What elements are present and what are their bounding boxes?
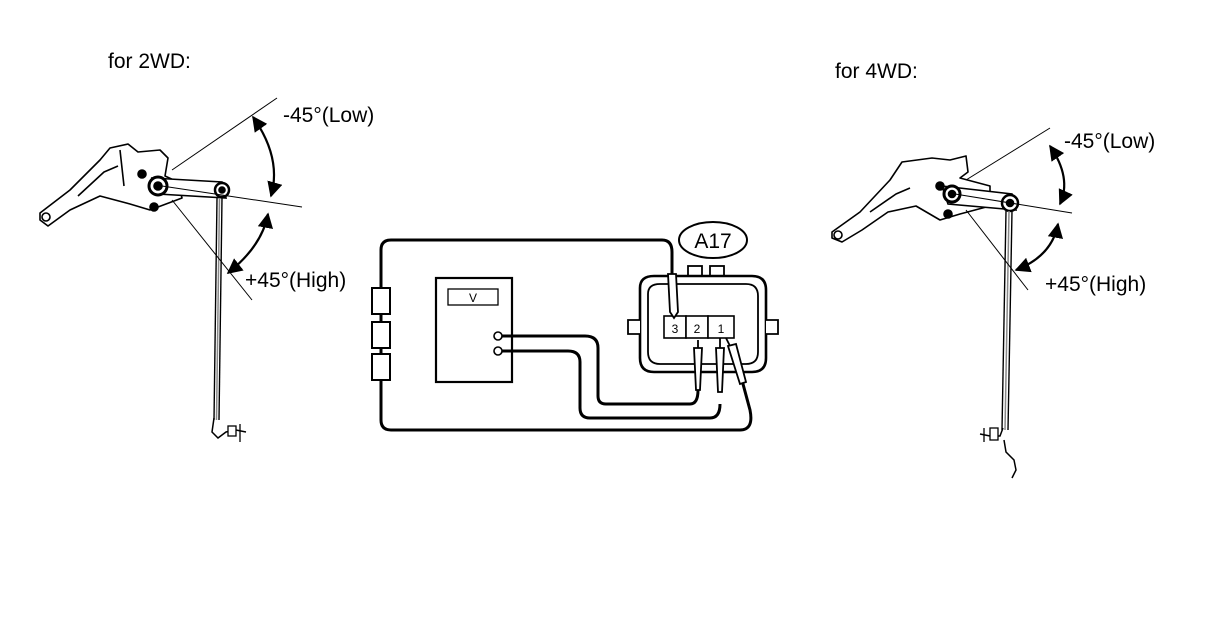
left-angle-arrows: [226, 115, 283, 274]
right-angle-arrows: [1014, 144, 1073, 273]
right-high-label: +45°(High): [1045, 273, 1146, 296]
pin-2-label: 2: [694, 322, 701, 336]
right-heading: for 4WD:: [835, 60, 918, 83]
pin-3-label: 3: [672, 322, 679, 336]
meter-display-label: V: [469, 291, 477, 305]
test-probes: [667, 273, 748, 393]
right-low-label: -45°(Low): [1064, 130, 1155, 153]
left-heading: for 2WD:: [108, 50, 191, 73]
right-panel-4wd: for 4WD:: [831, 60, 1155, 479]
meter-lead-1: [502, 334, 700, 406]
right-link-rod: [979, 210, 1017, 479]
connector-a17: 3 2 1: [627, 265, 779, 374]
left-panel-2wd: for 2WD:: [39, 50, 374, 442]
connector-id: A17: [694, 230, 731, 253]
battery-cells: [371, 287, 391, 381]
circuit-wire: [379, 238, 674, 288]
right-angle-lines: [954, 127, 1073, 291]
center-circuit: V 3 2 1: [371, 221, 779, 432]
left-low-label: -45°(Low): [283, 104, 374, 127]
pin-1-label: 1: [718, 322, 725, 336]
meter-lead-2: [502, 349, 722, 420]
left-angle-lines: [161, 97, 303, 301]
circuit-wire-lower: [379, 357, 753, 432]
voltmeter: V: [434, 276, 514, 384]
connector-id-oval: [678, 221, 748, 259]
right-sensor-bracket: [831, 155, 991, 243]
left-high-label: +45°(High): [245, 269, 346, 292]
left-link-rod: [211, 197, 247, 442]
